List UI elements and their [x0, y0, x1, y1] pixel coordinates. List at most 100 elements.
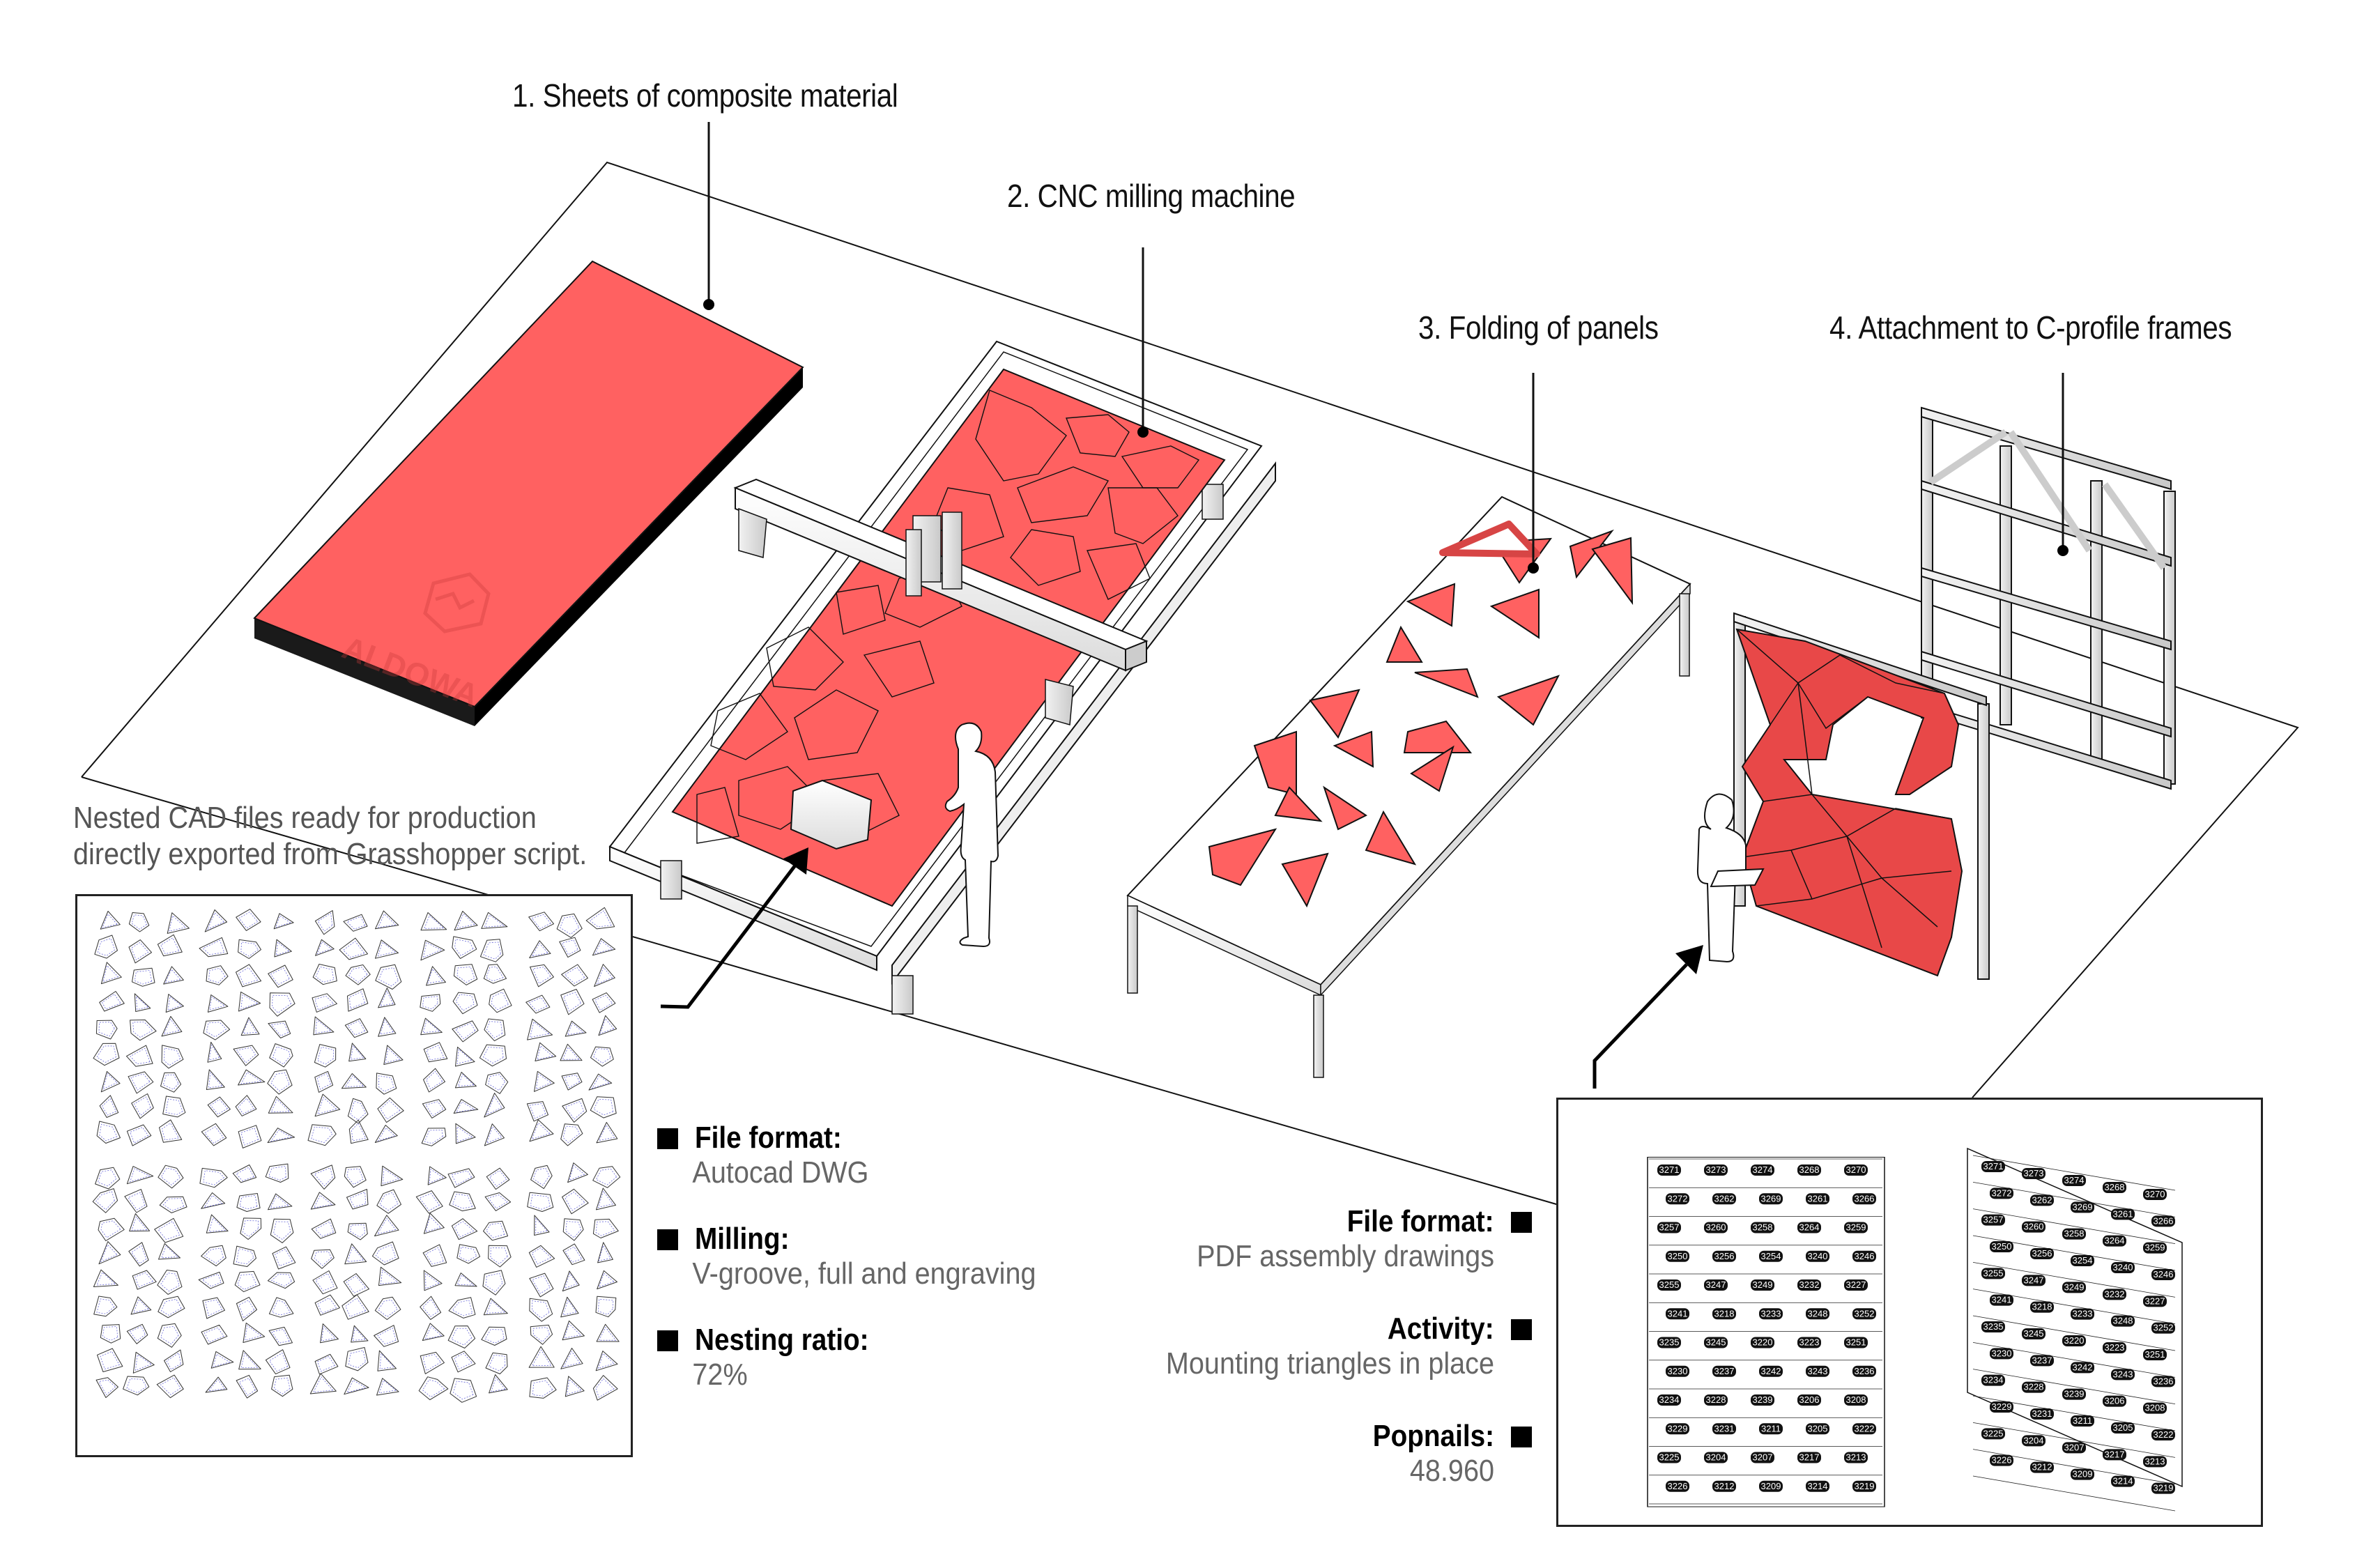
nested-part-outline — [311, 1249, 335, 1269]
nested-part-groove — [456, 1125, 473, 1142]
nested-part-groove — [379, 1353, 394, 1369]
panel-id-tag — [2022, 1381, 2046, 1393]
nested-part-groove — [593, 1098, 614, 1116]
panel-id-tag — [1990, 1454, 2013, 1466]
panel-id-label: 3250 — [1992, 1241, 2012, 1252]
leader-dot-4 — [2057, 545, 2068, 556]
frame-brace — [2101, 482, 2167, 570]
nested-part-outline — [451, 1351, 476, 1373]
bullet-square-icon — [657, 1229, 678, 1250]
composite-sheet-stack: ALDOWA — [253, 260, 804, 726]
nested-part-outline — [585, 907, 615, 930]
nested-part-outline — [314, 1093, 341, 1117]
nested-part-outline — [415, 1190, 443, 1214]
nested-part-outline — [238, 1125, 262, 1148]
bullet-square-icon — [1511, 1319, 1532, 1340]
nested-part-outline — [526, 1101, 548, 1122]
panel-id-label: 3234 — [1659, 1394, 1680, 1405]
panel-id-label: 3226 — [1992, 1455, 2012, 1466]
nested-part-outline — [307, 1124, 337, 1146]
nested-part-outline — [562, 1218, 584, 1241]
nested-part-groove — [314, 1221, 335, 1237]
nested-part-groove — [164, 969, 181, 983]
nested-part-groove — [532, 1380, 553, 1397]
panel-id-tag — [1657, 1279, 1681, 1291]
cnc-leg — [891, 975, 914, 1015]
cnc-leg — [1202, 484, 1224, 520]
arrow-shaft — [660, 856, 803, 1009]
nested-part-outline — [483, 964, 507, 984]
panel-id-tag — [2071, 1415, 2094, 1427]
nested-part-outline — [529, 1377, 557, 1399]
nested-part-groove — [240, 941, 259, 957]
folded-triangle — [1281, 852, 1329, 908]
panel-id-tag — [1844, 1222, 1868, 1233]
legend-key: Milling: — [695, 1222, 790, 1256]
nested-part-outline — [233, 1245, 256, 1267]
panel-id-label: 3255 — [1983, 1268, 2004, 1278]
folded-triangle — [1439, 521, 1540, 558]
panel-id-label: 3270 — [2145, 1189, 2165, 1199]
nested-part-outline — [268, 1326, 293, 1346]
nested-part-outline — [98, 1217, 125, 1241]
nested-part-outline — [232, 1165, 257, 1183]
nested-part-outline — [134, 993, 151, 1012]
nested-part-outline — [124, 1189, 148, 1213]
nested-part-groove — [102, 964, 119, 983]
nested-part-outline — [161, 1045, 184, 1069]
nested-part-outline — [95, 1020, 118, 1040]
panel-id-label: 3220 — [1753, 1337, 1773, 1348]
nested-part-outline — [449, 1191, 476, 1212]
nested-part-groove — [594, 994, 613, 1011]
nested-part-outline — [207, 1096, 231, 1118]
nested-part-groove — [316, 941, 332, 955]
nested-part-groove — [160, 1298, 182, 1316]
panel-id-tag — [1751, 1337, 1774, 1348]
nested-part-groove — [134, 970, 153, 985]
panel-id-label: 3225 — [1659, 1452, 1680, 1463]
panel-id-label: 3250 — [1668, 1251, 1688, 1261]
nested-part-outline — [163, 966, 184, 985]
nested-part-groove — [598, 1245, 611, 1261]
nested-part-outline — [423, 1068, 445, 1093]
nested-part-groove — [129, 1325, 146, 1342]
nested-part-outline — [164, 1349, 184, 1372]
arrow-head-icon — [1675, 945, 1703, 974]
frame-rail-top — [1921, 406, 2172, 491]
nested-part-outline — [93, 1043, 120, 1066]
nested-part-outline — [156, 1374, 184, 1399]
nested-part-outline — [453, 964, 478, 985]
nested-part-outline — [236, 1193, 261, 1212]
nested-part-outline — [479, 939, 504, 962]
nested-part-outline — [238, 1350, 261, 1370]
nested-part-outline — [527, 1018, 553, 1040]
panel-id-label: 3206 — [2105, 1396, 2125, 1406]
nested-part-outline — [344, 1377, 369, 1395]
nested-part-outline — [481, 1326, 507, 1346]
nested-part-outline — [310, 1192, 336, 1210]
nested-part-outline — [597, 1242, 613, 1263]
nested-part-outline — [236, 964, 262, 987]
nested-part-outline — [452, 1020, 479, 1043]
nested-part-groove — [597, 1190, 613, 1208]
nested-part-outline — [167, 912, 190, 934]
panel-id-tag — [2062, 1388, 2086, 1400]
nested-part-outline — [199, 937, 229, 958]
nested-part-groove — [532, 1327, 551, 1342]
panel-id-label: 3258 — [2064, 1229, 2085, 1239]
nested-part-groove — [240, 1353, 259, 1369]
nested-part-groove — [532, 967, 551, 984]
nested-part-outline — [489, 988, 512, 1013]
panel-id-tag — [2103, 1289, 2126, 1300]
cnc-gantry-support-left — [738, 507, 767, 558]
panel-id-tag — [1806, 1480, 1829, 1492]
panel-id-tag — [1797, 1279, 1821, 1291]
nested-part-outline — [201, 1123, 227, 1146]
nested-part-groove — [424, 1325, 443, 1340]
nested-part-groove — [273, 1377, 291, 1394]
floor-plane-front-edge — [81, 776, 1562, 1206]
nested-part-outline — [592, 938, 616, 956]
panel-id-tag — [1981, 1161, 2005, 1172]
nested-part-groove — [102, 1073, 118, 1090]
